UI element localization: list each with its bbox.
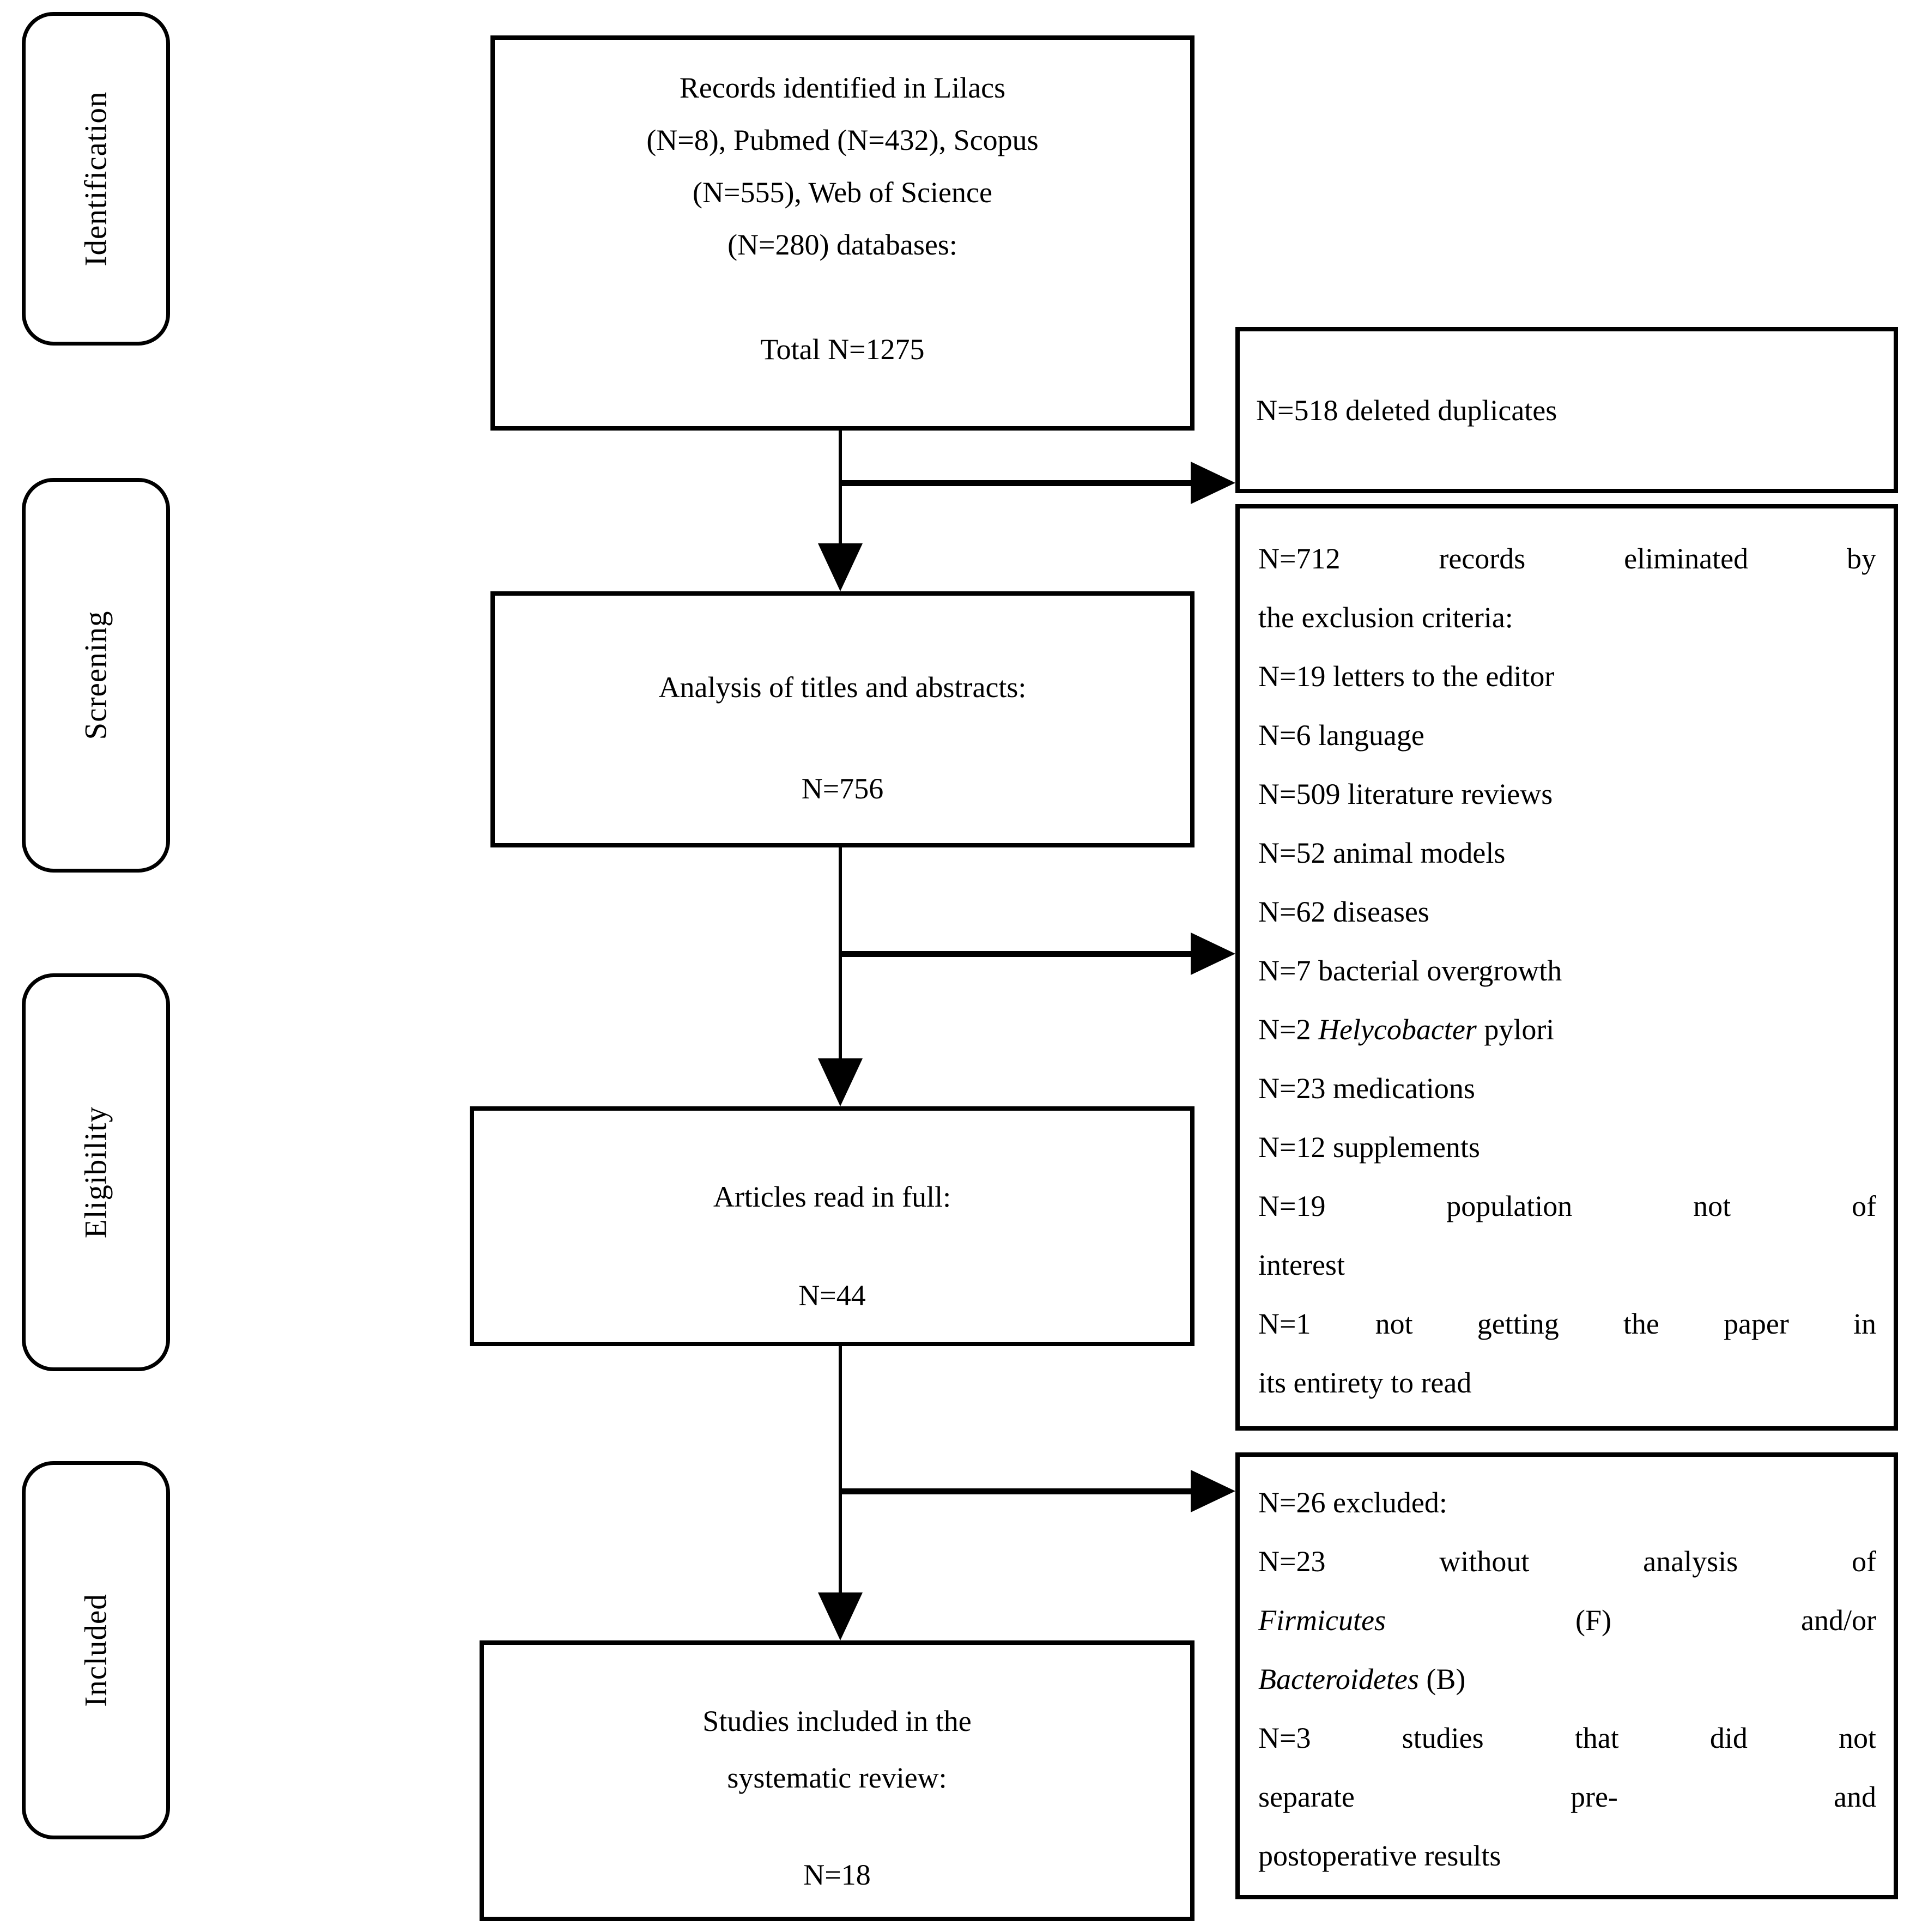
exclusion-line-10: N=23 medications — [1258, 1072, 1475, 1105]
fulltext-line-2: N=23 without analysis of — [1258, 1545, 1876, 1578]
fulltext-line-3-suffix: and/or — [1801, 1604, 1876, 1637]
fulltext-line-3-mid: (F) — [1575, 1604, 1611, 1637]
exclusion-line-6: N=52 animal models — [1258, 837, 1506, 869]
exclusion-line-13: interest — [1258, 1249, 1345, 1281]
stage-identification-label: Identification — [78, 91, 113, 267]
fulltext-line-4-italic: Bacteroidetes — [1258, 1663, 1419, 1695]
full-read-count: N=44 — [798, 1279, 866, 1312]
exclusion-line-14: N=1 not getting the paper in — [1258, 1307, 1876, 1340]
arrow-right-to-duplicates-icon — [1191, 462, 1235, 504]
records-line-3: (N=555), Web of Science — [693, 176, 992, 209]
duplicates-box: N=518 deleted duplicates — [1235, 327, 1898, 493]
records-line-1: Records identified in Lilacs — [679, 71, 1006, 104]
exclusion-line-8: N=7 bacterial overgrowth — [1258, 954, 1562, 987]
fulltext-line-7: postoperative results — [1258, 1839, 1501, 1872]
arrow-down-to-screening-icon — [818, 543, 863, 591]
connector-identification-screening-line — [839, 431, 842, 550]
exclusion-line-2: the exclusion criteria: — [1258, 601, 1513, 634]
exclusion-line-7: N=62 diseases — [1258, 895, 1429, 928]
exclusion-line-9-suffix: pylori — [1476, 1013, 1555, 1046]
exclusion-line-15: its entirety to read — [1258, 1366, 1472, 1399]
stage-identification: Identification — [22, 12, 170, 346]
full-read-box: Articles read in full: N=44 — [470, 1106, 1195, 1346]
stage-screening-label: Screening — [78, 610, 113, 740]
fulltext-line-1: N=26 excluded: — [1258, 1486, 1447, 1519]
connector-duplicates-line — [839, 480, 1196, 486]
stage-included-label: Included — [78, 1594, 113, 1707]
stage-included: Included — [22, 1461, 170, 1839]
connector-eligibility-included-line — [839, 1346, 842, 1594]
exclusion-line-12: N=19 population not of — [1258, 1190, 1876, 1222]
included-count: N=18 — [803, 1858, 871, 1891]
full-read-title: Articles read in full: — [713, 1180, 951, 1213]
fulltext-line-6: separate pre- and — [1258, 1780, 1876, 1813]
fulltext-exclusion-box: N=26 excluded: N=23 without analysis of … — [1235, 1452, 1898, 1899]
exclusion-line-4: N=6 language — [1258, 719, 1424, 752]
stage-screening: Screening — [22, 478, 170, 873]
fulltext-line-4-suffix: (B) — [1418, 1663, 1466, 1695]
exclusion-line-9-prefix: N=2 — [1258, 1013, 1318, 1046]
duplicates-text: N=518 deleted duplicates — [1256, 393, 1557, 427]
exclusion-line-3: N=19 letters to the editor — [1258, 660, 1555, 693]
arrow-down-to-included-icon — [818, 1592, 863, 1640]
titles-abstracts-box: Analysis of titles and abstracts: N=756 — [490, 591, 1195, 847]
exclusion-line-5: N=509 literature reviews — [1258, 778, 1553, 810]
exclusion-criteria-box: N=712 records eliminated by the exclusio… — [1235, 504, 1898, 1431]
arrow-right-to-exclusion-icon — [1191, 932, 1235, 975]
exclusion-line-9-italic: Helycobacter — [1318, 1013, 1477, 1046]
records-line-4: (N=280) databases: — [727, 228, 957, 261]
stage-eligibility-label: Eligibility — [78, 1106, 113, 1239]
included-studies-box: Studies included in the systematic revie… — [480, 1640, 1195, 1921]
fulltext-line-3: Firmicutes (F) and/or — [1258, 1591, 1876, 1650]
titles-abstracts-title: Analysis of titles and abstracts: — [658, 671, 1027, 704]
connector-fulltext-exclusion-line — [839, 1488, 1196, 1494]
titles-abstracts-count: N=756 — [801, 772, 884, 805]
fulltext-line-3-italic: Firmicutes — [1258, 1604, 1386, 1637]
fulltext-line-4: Bacteroidetes (B) — [1258, 1650, 1876, 1709]
records-identified-box: Records identified in Lilacs (N=8), Pubm… — [490, 35, 1195, 431]
connector-exclusion-line — [839, 951, 1196, 957]
exclusion-line-9: N=2 Helycobacter pylori — [1258, 1000, 1876, 1059]
arrow-down-to-eligibility-icon — [818, 1058, 863, 1106]
stage-eligibility: Eligibility — [22, 973, 170, 1371]
records-total: Total N=1275 — [760, 333, 925, 366]
included-line-2: systematic review: — [727, 1761, 947, 1794]
fulltext-line-5: N=3 studies that did not — [1258, 1722, 1876, 1754]
included-line-1: Studies included in the — [702, 1705, 972, 1737]
arrow-right-to-fulltext-exclusion-icon — [1191, 1470, 1235, 1512]
records-line-2: (N=8), Pubmed (N=432), Scopus — [646, 124, 1039, 156]
exclusion-line-1: N=712 records eliminated by — [1258, 542, 1876, 575]
exclusion-line-11: N=12 supplements — [1258, 1131, 1480, 1164]
